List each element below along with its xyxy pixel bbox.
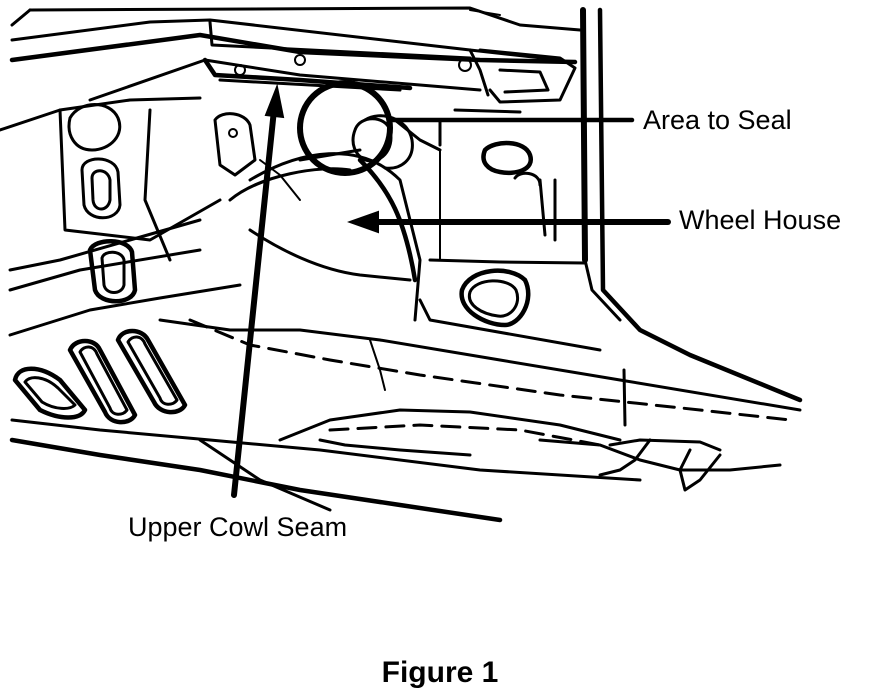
lower-frame <box>8 283 802 523</box>
cowl-side-details <box>393 108 602 352</box>
upper-cowl-seam-label: Upper Cowl Seam <box>128 512 348 542</box>
callout-lines <box>231 83 671 498</box>
figure-caption: Figure 1 <box>381 656 499 689</box>
wheel-house-label: Wheel House <box>679 205 842 235</box>
upper-cowl-seam-leader <box>231 107 277 498</box>
upper-cowl-seam-arrowhead <box>264 83 285 119</box>
area-to-seal-label: Area to Seal <box>643 105 792 135</box>
wheel-house-arrowhead <box>347 210 379 234</box>
a-pillar <box>439 7 803 403</box>
inner-fender-panel <box>8 103 257 304</box>
seal-area-circle <box>297 80 414 176</box>
upper-cowl-structure <box>0 6 582 132</box>
